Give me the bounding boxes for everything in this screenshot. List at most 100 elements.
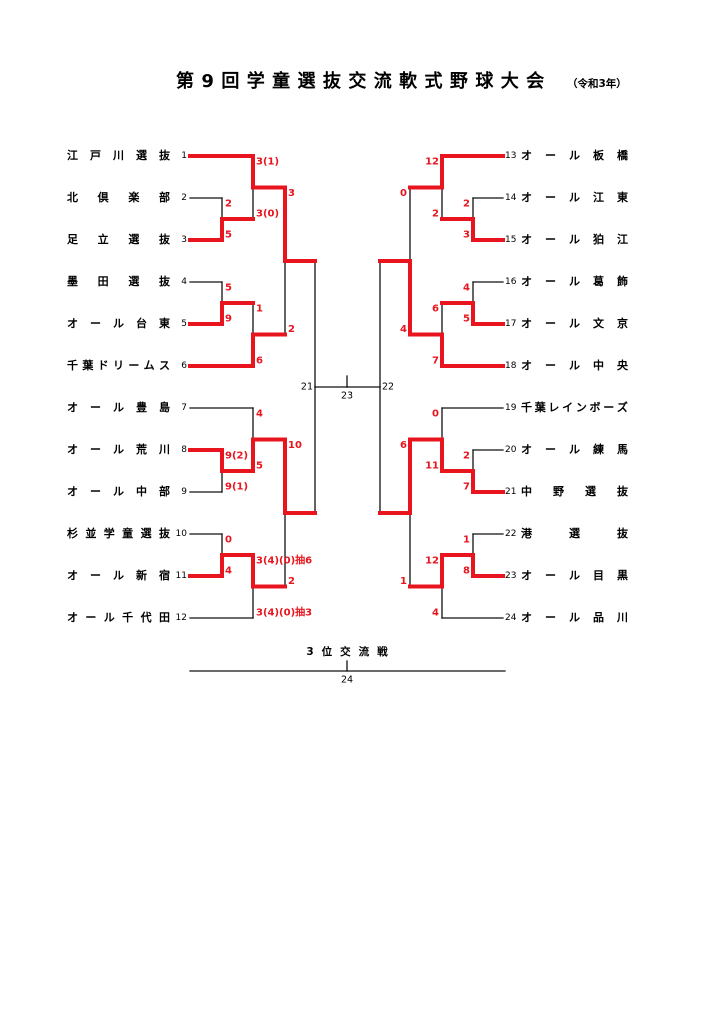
team-name-char: 中 xyxy=(136,485,147,498)
team-name-char: オ xyxy=(521,275,532,288)
score-label: 4 xyxy=(225,566,232,577)
score-label: 11 xyxy=(425,461,439,472)
team-name: 北倶楽部 xyxy=(67,191,170,205)
team-name-char: ー xyxy=(90,569,101,582)
seed-number: 21 xyxy=(505,487,516,497)
team-name: オール中部 xyxy=(67,485,170,499)
team-name-char: オ xyxy=(521,317,532,330)
team-name: オール荒川 xyxy=(67,443,170,457)
team-name-char: 田 xyxy=(158,611,170,624)
team-name-char: 田 xyxy=(97,275,109,288)
team-name-char: ル xyxy=(569,275,580,288)
team-name-char: 京 xyxy=(617,317,628,330)
third-place-slot-number: 24 xyxy=(341,675,353,686)
score-label: 1 xyxy=(463,535,470,546)
team-name: オール新宿 xyxy=(67,569,170,583)
seed-number: 23 xyxy=(505,571,516,581)
seed-number: 14 xyxy=(505,193,517,203)
team-name-char: ル xyxy=(569,611,580,624)
score-label: 7 xyxy=(432,356,439,367)
team-name-char: 中 xyxy=(593,359,604,372)
seed-number: 18 xyxy=(505,361,517,371)
team-name: 中野選抜 xyxy=(521,485,628,499)
score-label: 5 xyxy=(256,461,263,472)
score-label: 1 xyxy=(400,576,407,587)
seed-number: 3 xyxy=(181,235,187,245)
team-name-char: オ xyxy=(67,317,78,330)
seed-number: 12 xyxy=(176,613,187,623)
team-name-char: イ xyxy=(562,401,574,414)
team-name: オール千代田 xyxy=(67,611,170,625)
team-name-char: 葛 xyxy=(593,275,604,288)
seed-number: 5 xyxy=(181,319,187,329)
team-name-char: オ xyxy=(67,485,78,498)
seed-number: 4 xyxy=(181,277,187,287)
score-label: 12 xyxy=(425,556,439,567)
team-name-char: ー xyxy=(90,443,101,456)
team-name: オール目黒 xyxy=(521,569,628,583)
team-name-char: ー xyxy=(545,359,556,372)
team-name-char: 東 xyxy=(159,317,170,330)
team-name-char: 中 xyxy=(521,485,532,498)
team-name-char: 童 xyxy=(122,527,134,540)
score-label: 7 xyxy=(463,482,470,493)
score-label: 2 xyxy=(225,199,232,210)
team-name: オール文京 xyxy=(521,317,628,331)
team-name-char: ー xyxy=(128,359,140,372)
team-name-char: ル xyxy=(113,317,124,330)
score-label: 3 xyxy=(288,188,295,199)
team-name-char: オ xyxy=(521,611,532,624)
team-name: オール狛江 xyxy=(521,233,628,247)
team-name-char: 抜 xyxy=(617,485,628,498)
team-name-char: 黒 xyxy=(617,569,628,582)
seed-number: 11 xyxy=(176,571,187,581)
team-name-char: 目 xyxy=(593,569,604,582)
team-name-char: 港 xyxy=(521,527,532,540)
team-name-char: ル xyxy=(569,443,580,456)
team-name-char: 抜 xyxy=(159,149,170,162)
team-name-char: 選 xyxy=(585,485,596,498)
team-name-char: ン xyxy=(575,401,587,414)
team-name: オール葛飾 xyxy=(521,275,628,289)
score-label: 3(1) xyxy=(256,157,279,168)
score-label: 3(0) xyxy=(256,209,279,220)
team-name-char: 板 xyxy=(593,149,604,162)
team-name-char: ド xyxy=(97,359,109,372)
team-name: オール練馬 xyxy=(521,443,628,457)
seed-number: 20 xyxy=(505,445,517,455)
score-label: 4 xyxy=(432,608,439,619)
team-name-char: 選 xyxy=(140,527,152,540)
team-name-char: 品 xyxy=(593,611,604,624)
team-name: オール豊島 xyxy=(67,401,170,415)
team-name-char: オ xyxy=(67,569,78,582)
team-name-char: 島 xyxy=(159,401,170,414)
team-name-char: 練 xyxy=(593,443,604,456)
score-label: 2 xyxy=(463,199,470,210)
score-label: 4 xyxy=(400,324,407,335)
score-label: 0 xyxy=(225,535,232,546)
team-name-char: 豊 xyxy=(136,401,147,414)
team-name-char: 抜 xyxy=(617,527,628,540)
team-name-char: 北 xyxy=(67,191,78,204)
team-name-char: ー xyxy=(90,485,101,498)
team-name-char: オ xyxy=(521,233,532,246)
team-name: 千葉ドリームス xyxy=(67,359,170,373)
team-name: 江戸川選抜 xyxy=(67,149,170,163)
team-name-char: 馬 xyxy=(617,443,628,456)
team-name-char: オ xyxy=(521,191,532,204)
team-name: オール江東 xyxy=(521,191,628,205)
third-place-title: 3位交流戦 xyxy=(306,646,396,658)
team-name-char: ル xyxy=(103,611,115,624)
team-name-char: ー xyxy=(85,611,97,624)
team-name-char: オ xyxy=(521,443,532,456)
semifinal-slot-number: 21 xyxy=(301,382,313,393)
team-name-char: ル xyxy=(569,359,580,372)
seed-number: 19 xyxy=(505,403,517,413)
team-name-char: ル xyxy=(569,149,580,162)
team-name-char: ー xyxy=(90,401,101,414)
score-label: 1 xyxy=(256,304,263,315)
team-name-char: ー xyxy=(545,275,556,288)
team-name-char: 抜 xyxy=(158,233,170,246)
